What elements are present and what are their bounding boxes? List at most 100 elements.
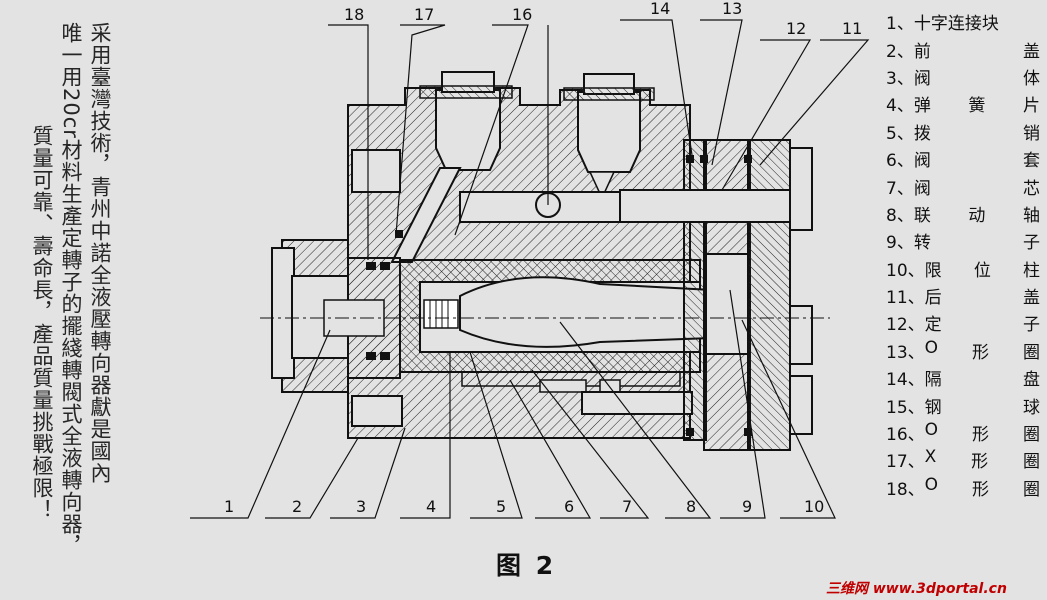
callout-number: 13 — [722, 0, 742, 18]
legend-char: 位 — [973, 260, 991, 281]
legend-number: 4、 — [886, 96, 914, 117]
legend-char: 限 — [924, 260, 942, 281]
legend-char: 形 — [972, 342, 990, 363]
bottom-leader-lines — [190, 289, 836, 519]
legend-char: 圈 — [1023, 342, 1040, 363]
legend-char: 销 — [1023, 123, 1040, 144]
rear-cover — [747, 139, 791, 451]
legend-number: 1、 — [886, 14, 914, 35]
legend-char: 簧 — [968, 96, 986, 117]
callout-number: 9 — [742, 497, 752, 516]
side-text-col2: 唯一用20cr材料生產定轉子的擺綫轉閥式全液轉向器， — [59, 22, 83, 557]
legend-char: 动 — [968, 205, 986, 226]
legend-char: X — [924, 447, 937, 468]
legend-number: 5、 — [886, 123, 914, 144]
figure-caption: 图 2 — [496, 551, 557, 580]
legend-char: 十字连接块 — [913, 14, 999, 35]
legend-char: 体 — [1023, 68, 1040, 89]
legend-item: 15、钢球 — [886, 391, 1040, 418]
o-rings — [366, 155, 752, 436]
legend-char: 盖 — [1023, 41, 1040, 62]
callout-number: 3 — [356, 497, 366, 516]
legend-item: 4、弹簧片 — [886, 90, 1040, 117]
legend-item: 9、转子 — [886, 227, 1040, 254]
callout-number: 12 — [786, 19, 806, 38]
side-text-col3: 質量可靠、壽命長，產品質量挑戰極限！ — [30, 125, 54, 521]
legend-item: 13、O 形 圈 — [886, 337, 1040, 364]
legend-char: 盘 — [1023, 370, 1040, 391]
legend-char: 钢 — [924, 397, 942, 418]
legend-char: 圈 — [1022, 452, 1040, 473]
callout-number: 14 — [650, 0, 670, 18]
legend-number: 18、 — [886, 479, 925, 500]
legend-number: 7、 — [886, 178, 914, 199]
rotor — [705, 253, 751, 355]
callout-number: 2 — [292, 497, 302, 516]
legend-number: 10、 — [886, 260, 925, 281]
legend-item: 5、拨销 — [886, 118, 1040, 145]
callout-number: 17 — [414, 5, 434, 24]
legend-item: 12、定 子 — [886, 309, 1040, 336]
callout-number: 7 — [622, 497, 632, 516]
legend-char: 隔 — [924, 370, 942, 391]
legend-item: 10、限位柱 — [886, 255, 1040, 282]
legend-char: 后 — [924, 288, 942, 309]
legend-char: 形 — [972, 479, 990, 500]
legend-char: O — [924, 337, 939, 358]
legend-item: 2、前 盖 — [886, 35, 1040, 62]
legend-item: 16、O 形 圈 — [886, 419, 1040, 446]
legend-char: 前 — [913, 41, 931, 62]
callout-number: 6 — [564, 497, 574, 516]
legend-char: 弹 — [913, 96, 931, 117]
side-text-col1: 采用臺灣技術，青州中諾全液壓轉向器獻是國內 — [88, 22, 112, 484]
legend-char: O — [924, 474, 939, 495]
legend-char: 形 — [971, 452, 989, 473]
top-leader-lines — [328, 19, 870, 260]
legend-number: 3、 — [886, 68, 914, 89]
legend-item: 11、后盖 — [886, 282, 1040, 309]
legend-char: 阀 — [913, 68, 931, 89]
legend-char: 联 — [913, 205, 931, 226]
legend-number: 12、 — [886, 315, 925, 336]
legend-item: 3、阀 体 — [886, 63, 1040, 90]
legend-char: 阀 — [913, 178, 931, 199]
site-watermark: 三维网 www.3dportal.cn — [826, 581, 1007, 597]
legend-number: 16、 — [886, 425, 925, 446]
legend-item: 8、联动轴 — [886, 200, 1040, 227]
bolt-head-top — [789, 147, 813, 231]
callout-number: 16 — [512, 5, 532, 24]
legend-number: 11、 — [886, 288, 925, 309]
callout-number: 4 — [426, 497, 436, 516]
legend-number: 2、 — [886, 41, 914, 62]
front-cover — [271, 239, 401, 393]
legend-number: 13、 — [886, 342, 925, 363]
legend-char: O — [924, 420, 939, 441]
legend-char: 轴 — [1022, 205, 1040, 226]
legend-number: 6、 — [886, 151, 914, 172]
bolt-upper — [619, 189, 791, 223]
callout-number: 10 — [804, 497, 824, 516]
legend-char: 圈 — [1023, 425, 1040, 446]
legend-char: 形 — [972, 425, 990, 446]
callout-number: 18 — [344, 5, 364, 24]
valve-sleeve-assembly — [399, 259, 713, 393]
legend-number: 9、 — [886, 233, 914, 254]
legend-char: 套 — [1023, 151, 1040, 172]
legend-char: 子 — [1023, 315, 1040, 336]
lower-bolt — [581, 391, 693, 415]
legend-item: 6、阀套 — [886, 145, 1040, 172]
callout-number: 8 — [686, 497, 696, 516]
legend-item: 1、十字连接块 — [886, 8, 1040, 35]
top-port-right — [563, 73, 655, 200]
bolt-head-bottom — [789, 375, 813, 435]
legend-char: 定 — [924, 315, 942, 336]
legend-char: 球 — [1023, 397, 1040, 418]
legend-number: 14、 — [886, 370, 925, 391]
legend-item: 14、隔 盘 — [886, 364, 1040, 391]
legend-char: 芯 — [1023, 178, 1040, 199]
